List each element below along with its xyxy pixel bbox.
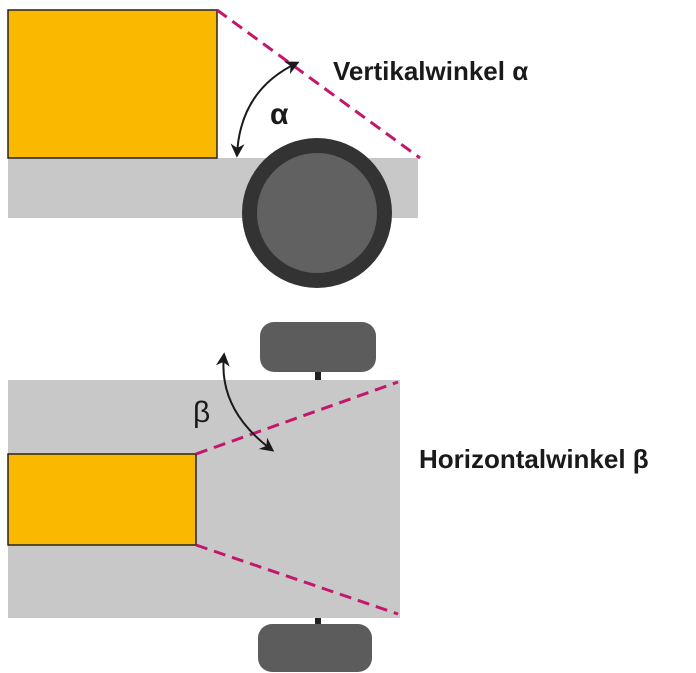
beta-arrow-icon xyxy=(215,352,275,452)
sensor-box-side xyxy=(7,9,218,159)
alpha-symbol: α xyxy=(270,98,289,131)
horizontal-angle-label: Horizontalwinkel β xyxy=(419,444,649,474)
wheel-bottom xyxy=(258,624,372,672)
horizontal-angle-dashed-line-upper xyxy=(195,380,399,456)
sensor-box-top xyxy=(7,453,197,546)
wheel-top xyxy=(260,322,376,372)
beta-symbol: β xyxy=(193,396,210,429)
alpha-arrow-icon xyxy=(230,61,300,158)
wheel-inner xyxy=(257,153,377,273)
top-view: β Horizontalwinkel β xyxy=(7,322,649,672)
vertical-angle-dashed-line xyxy=(216,8,421,160)
horizontal-angle-dashed-line-lower xyxy=(195,543,399,616)
side-view: α Vertikalwinkel α xyxy=(7,8,528,288)
vertical-angle-label: Vertikalwinkel α xyxy=(333,56,528,86)
